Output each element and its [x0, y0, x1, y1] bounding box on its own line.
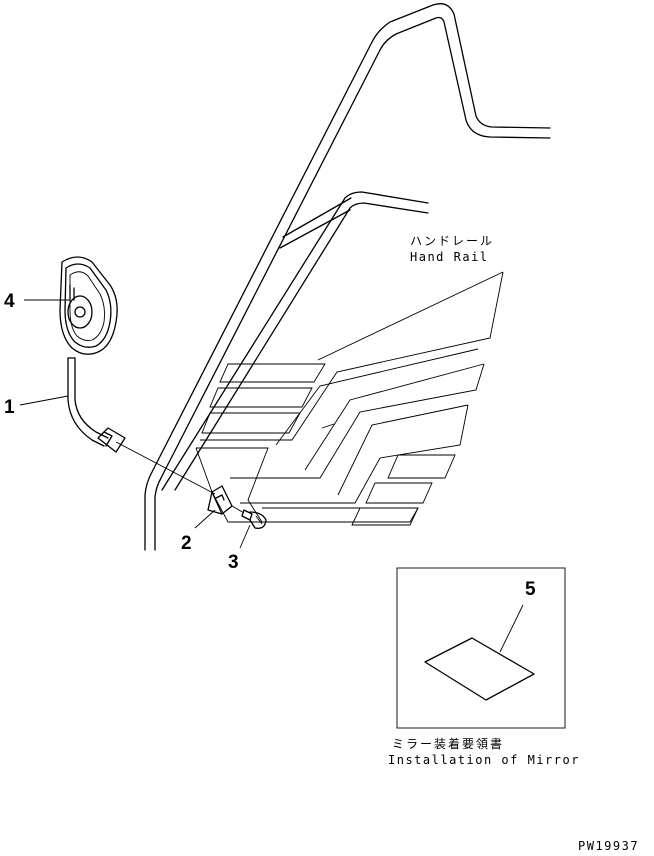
- installation-label-en: Installation of Mirror: [388, 753, 580, 767]
- mirror: [59, 256, 118, 355]
- installation-label-jp: ミラー装着要領書: [392, 736, 504, 751]
- callout-2-bracket: 2: [181, 533, 192, 554]
- callout-4-mirror: 4: [4, 291, 15, 312]
- bracket-and-bolt: [207, 485, 267, 529]
- hand-rail-label-en: Hand Rail: [410, 250, 489, 264]
- decal-panel: [195, 271, 504, 526]
- callout-1-stay: 1: [4, 397, 15, 418]
- drawing-code: PW19937: [578, 839, 639, 853]
- callout-5-document: 5: [525, 579, 536, 600]
- hand-rail-outer: [144, 3, 551, 551]
- hand-rail-label-jp: ハンドレール: [410, 234, 494, 248]
- leader-lines: [19, 299, 524, 653]
- installation-document-box: [396, 567, 566, 729]
- hand-rail-inner: [161, 191, 429, 491]
- mirror-stay: [67, 357, 216, 495]
- callout-3-bolt: 3: [228, 552, 239, 573]
